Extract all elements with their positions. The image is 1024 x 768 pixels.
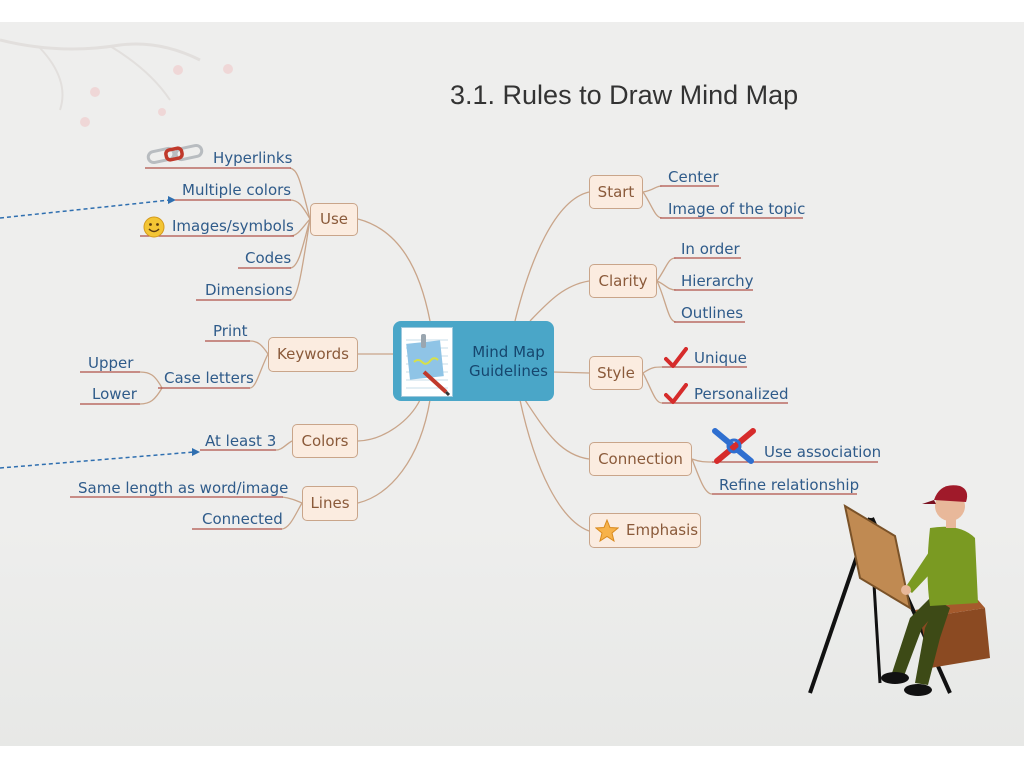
dashed-arrow-top (0, 199, 171, 219)
leaf-unique[interactable]: Unique (694, 349, 747, 367)
cherry-blossom-decoration (0, 38, 233, 127)
background-band (0, 522, 1024, 746)
painter-illustration (808, 485, 990, 696)
node-keywords[interactable]: Keywords (268, 337, 358, 372)
crossed-links-icon (712, 428, 756, 464)
leaf-use-association[interactable]: Use association (764, 443, 882, 461)
leaf-lower[interactable]: Lower (92, 385, 137, 403)
page-title: 3.1. Rules to Draw Mind Map (450, 80, 799, 110)
node-start[interactable]: Start (589, 175, 643, 209)
leaf-codes[interactable]: Codes (245, 249, 292, 267)
checkmark-icon (664, 347, 688, 368)
slide-background (0, 22, 1024, 746)
leaf-dimensions[interactable]: Dimensions (205, 281, 293, 299)
star-icon (595, 519, 619, 542)
node-lines[interactable]: Lines (302, 486, 358, 521)
leaf-refine-relationship[interactable]: Refine relationship (719, 476, 860, 494)
leaf-connected[interactable]: Connected (202, 510, 283, 528)
smiley-icon (143, 216, 165, 238)
leaf-images-symbols[interactable]: Images/symbols (172, 217, 294, 235)
leaf-case-letters[interactable]: Case letters (164, 369, 254, 387)
node-style[interactable]: Style (589, 356, 643, 390)
emphasis-label: Emphasis (626, 521, 699, 539)
leaf-image-of-topic[interactable]: Image of the topic (668, 200, 806, 218)
leaf-upper[interactable]: Upper (88, 354, 134, 372)
leaf-personalized[interactable]: Personalized (694, 385, 789, 403)
leaf-same-length[interactable]: Same length as word/image (78, 479, 289, 497)
central-topic[interactable]: Mind Map Guidelines (393, 321, 554, 401)
leaf-at-least-3[interactable]: At least 3 (205, 432, 277, 450)
leaf-hierarchy[interactable]: Hierarchy (681, 272, 754, 290)
chain-link-icon (146, 143, 204, 165)
node-clarity[interactable]: Clarity (589, 264, 657, 298)
node-colors[interactable]: Colors (292, 424, 358, 458)
leaf-print[interactable]: Print (213, 322, 248, 340)
central-line-2: Guidelines (469, 362, 548, 380)
leaf-outlines[interactable]: Outlines (681, 304, 744, 322)
central-line-1: Mind Map (472, 343, 545, 361)
node-connection[interactable]: Connection (589, 442, 692, 476)
leaf-hyperlinks[interactable]: Hyperlinks (213, 149, 293, 167)
note-pencil-icon (401, 327, 453, 397)
central-topic-label: Mind Map Guidelines (469, 343, 548, 381)
leaf-in-order[interactable]: In order (681, 240, 740, 258)
dashed-arrow-bottom (0, 451, 195, 469)
node-use[interactable]: Use (310, 203, 358, 236)
checkmark-icon (664, 383, 688, 404)
leaf-center[interactable]: Center (668, 168, 719, 186)
leaf-multiple-colors[interactable]: Multiple colors (182, 181, 292, 199)
